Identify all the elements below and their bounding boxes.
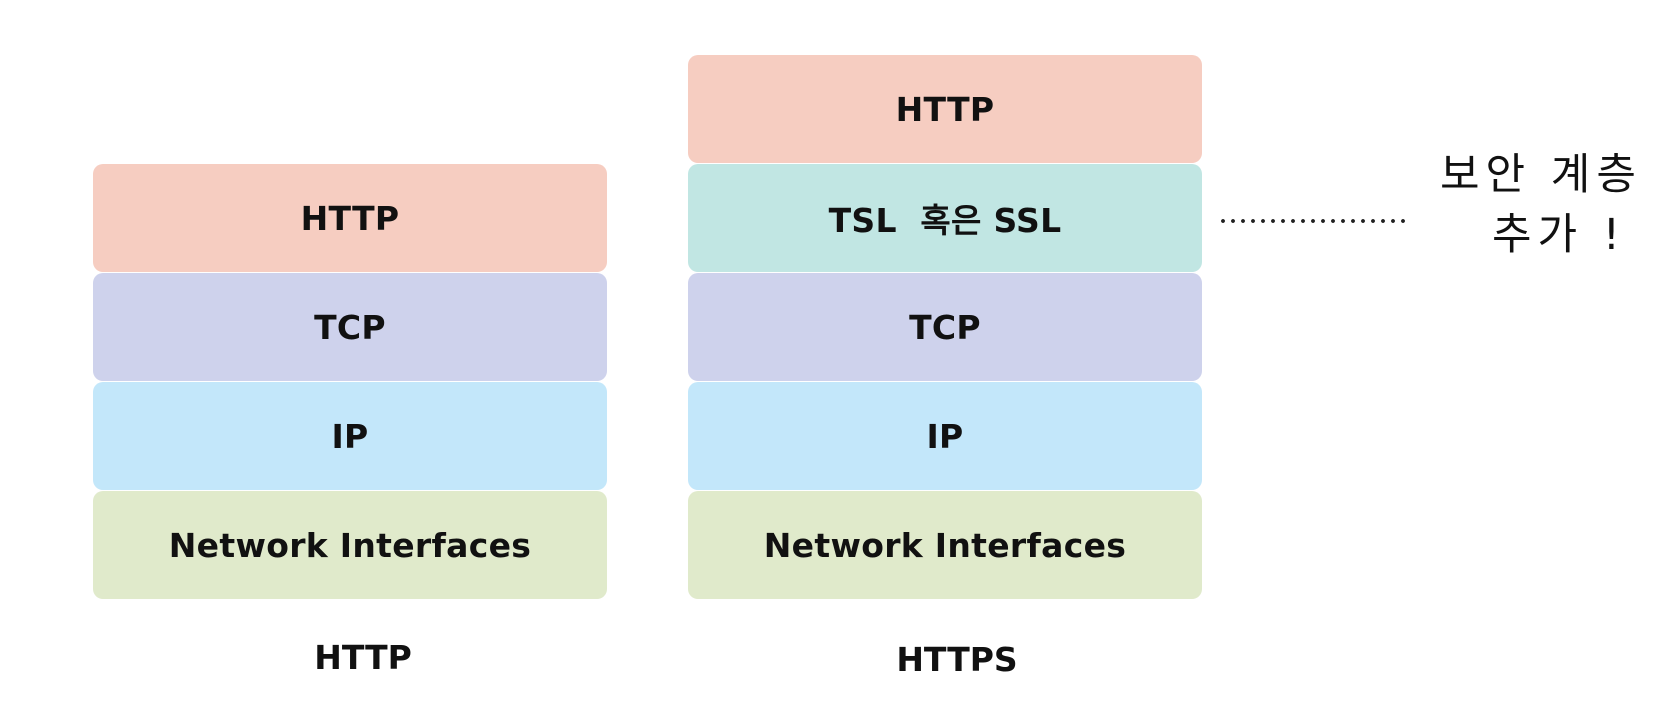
https-stack-layer-tls-ssl: TSL 혹은 SSL (688, 164, 1202, 272)
https-stack-layer-tcp: TCP (688, 273, 1202, 381)
https-stack: HTTP TSL 혹은 SSL TCP IP Network Interface… (688, 55, 1202, 600)
layer-label: HTTP (895, 89, 995, 129)
https-stack-layer-http: HTTP (688, 55, 1202, 163)
https-stack-caption: HTTPS (896, 640, 1018, 679)
annotation-line-2: 추가 ! (1492, 210, 1627, 260)
http-stack-layer-http: HTTP (93, 164, 607, 272)
layer-label: Network Interfaces (168, 525, 532, 565)
https-stack-layer-ip: IP (688, 382, 1202, 490)
layer-label: TCP (909, 307, 981, 347)
layer-label: IP (926, 416, 964, 456)
http-stack-caption: HTTP (314, 638, 412, 677)
layer-label: TSL 혹은 SSL (828, 201, 1062, 240)
dotted-leader-line (1218, 219, 1408, 223)
http-stack-layer-tcp: TCP (93, 273, 607, 381)
http-stack-layer-network-interfaces: Network Interfaces (93, 491, 607, 599)
security-layer-annotation: 보안 계층 추가 ! (1440, 145, 1666, 265)
layer-label: IP (331, 416, 369, 456)
layer-label: Network Interfaces (763, 525, 1127, 565)
annotation-line-1: 보안 계층 (1440, 150, 1642, 200)
https-stack-layer-network-interfaces: Network Interfaces (688, 491, 1202, 599)
layer-label: HTTP (300, 198, 400, 238)
http-stack-layer-ip: IP (93, 382, 607, 490)
http-stack: HTTP TCP IP Network Interfaces (93, 164, 607, 600)
layer-label: TCP (314, 307, 386, 347)
